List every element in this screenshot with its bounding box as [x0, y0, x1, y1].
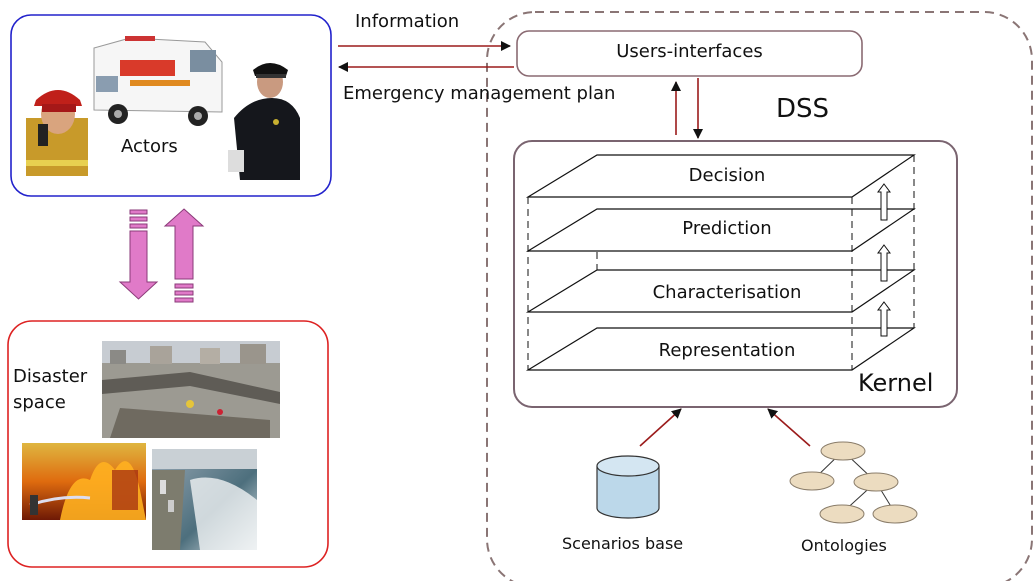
disaster-space-label-line2: space [13, 392, 66, 413]
tsunami-photo [152, 449, 257, 550]
dss-label: DSS [776, 94, 830, 124]
emergency-plan-label: Emergency management plan [343, 83, 616, 104]
up-arrow-icon [877, 301, 891, 337]
scenarios-base-label: Scenarios base [562, 534, 684, 553]
exchange-arrow-up [163, 208, 205, 303]
disaster-space-box [7, 320, 329, 568]
firefighter-image [26, 90, 88, 176]
kernel-box [513, 140, 958, 408]
ontology-tree-icon [789, 441, 918, 524]
up-arrow-icon [877, 183, 891, 221]
ambulance-image [93, 36, 223, 126]
kernel-label: Kernel [858, 369, 934, 397]
ontologies-label: Ontologies [801, 536, 887, 555]
database-cylinder-icon [596, 455, 660, 519]
exchange-arrow-down [118, 209, 159, 300]
fire-photo [22, 443, 146, 520]
up-arrow-icon [877, 244, 891, 282]
layer-representation-label: Representation [658, 340, 796, 361]
actors-box [10, 14, 332, 197]
layer-decision-label: Decision [688, 165, 766, 186]
users-interfaces-box[interactable] [516, 30, 863, 77]
layer-up-arrows [877, 183, 891, 337]
information-label: Information [355, 11, 460, 32]
earthquake-photo [102, 341, 280, 438]
police-officer-image [228, 63, 300, 180]
actors-label: Actors [121, 136, 178, 157]
layer-prediction-label: Prediction [682, 218, 772, 239]
layer-characterisation-label: Characterisation [652, 282, 802, 303]
ontologies-to-kernel-arrow [767, 408, 811, 447]
layer-guides [527, 155, 915, 370]
disaster-space-label-line1: Disaster [13, 366, 88, 387]
users-interfaces-label: Users-interfaces [616, 41, 763, 62]
scenarios-to-kernel-arrow [639, 408, 682, 447]
